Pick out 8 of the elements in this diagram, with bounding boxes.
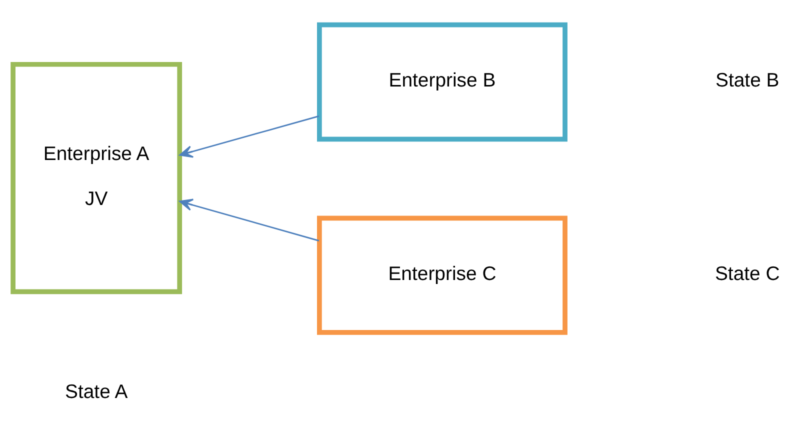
node-box: Enterprise A JV xyxy=(10,61,182,294)
arrow xyxy=(179,114,320,158)
node-box: Enterprise C xyxy=(317,215,568,334)
label: State B xyxy=(716,69,780,92)
node-box: Enterprise B xyxy=(317,22,568,142)
label: State A xyxy=(64,380,128,402)
label: State C xyxy=(714,262,780,284)
arrow xyxy=(179,198,320,241)
